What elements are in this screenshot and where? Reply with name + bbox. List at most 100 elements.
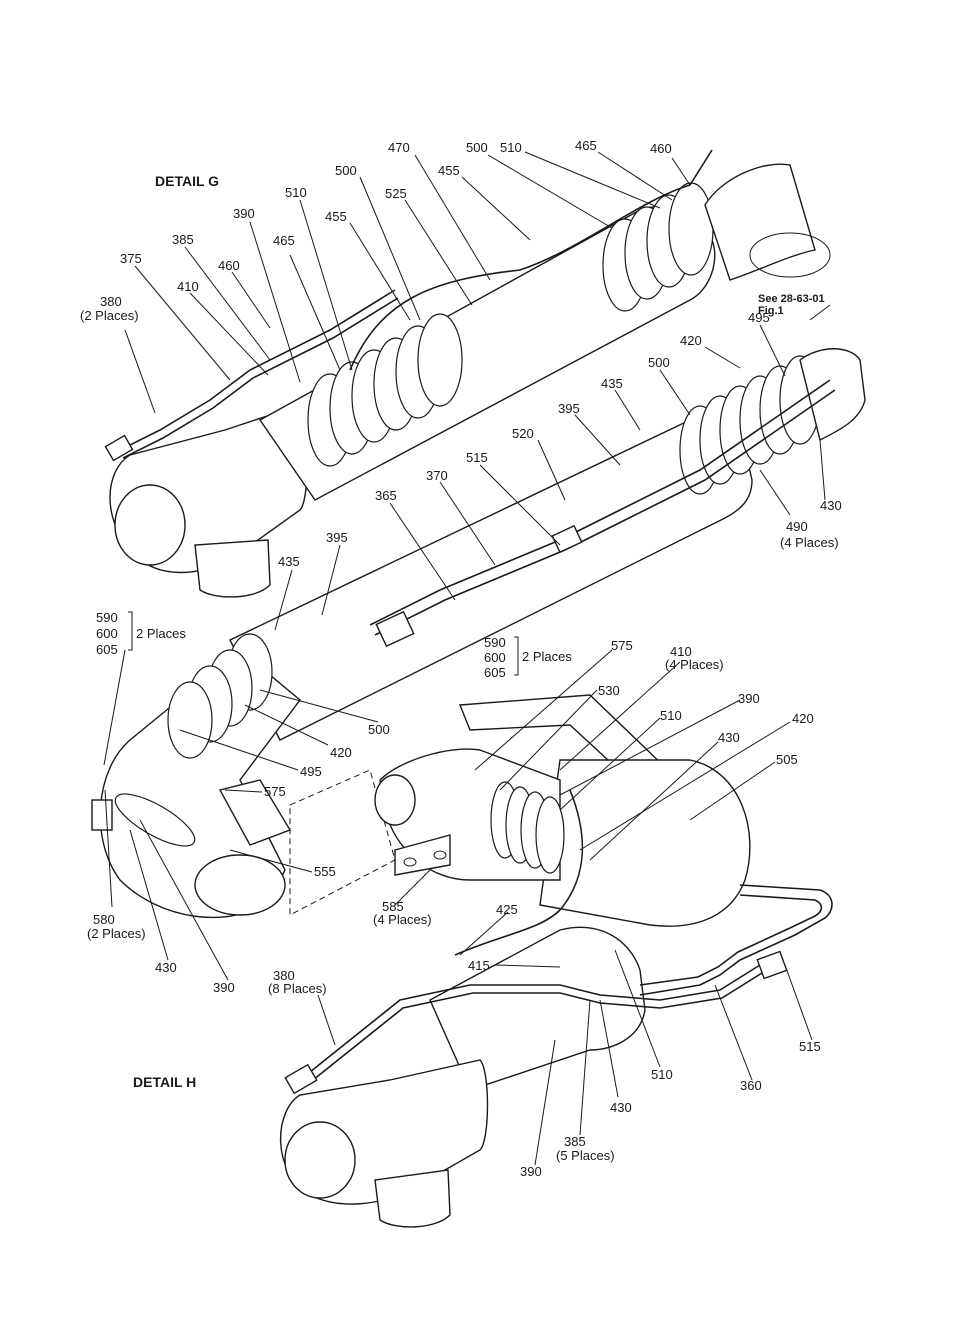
detail-h-base-bracket <box>394 834 451 876</box>
callout: 430 <box>610 1100 632 1115</box>
detail-g-upper-elbow <box>704 163 816 281</box>
callout: 410 <box>670 644 692 659</box>
callout: 435 <box>278 554 300 569</box>
callout: 455 <box>438 163 460 178</box>
callout: 575 <box>611 638 633 653</box>
callout: 385 <box>564 1134 586 1149</box>
callout: 465 <box>273 233 295 248</box>
detail-h-left-elbow-artwork <box>91 633 301 919</box>
callout: 490 <box>786 519 808 534</box>
callout: 380 <box>273 968 295 983</box>
callout: 420 <box>680 333 702 348</box>
detail-g-elbow-mouth <box>114 484 186 566</box>
callout: 510 <box>660 708 682 723</box>
place-group-qty: 2 Places <box>136 626 186 641</box>
middle-union-515 <box>551 524 583 554</box>
callout: 520 <box>512 426 534 441</box>
callout: 375 <box>120 251 142 266</box>
detail-g-bellows-right <box>602 182 714 312</box>
detail-h-lower-tube <box>299 964 761 1081</box>
detail-g-lower-stub <box>194 539 271 598</box>
detail-h-right-piping <box>639 884 833 996</box>
detail-h-lower-duct <box>429 926 646 1091</box>
callout: 505 <box>776 752 798 767</box>
reference-note-line2: Fig.1 <box>758 305 784 317</box>
callout-qty: (5 Places) <box>556 1148 615 1163</box>
detail-h-front-duct-mouth <box>374 774 416 826</box>
detail-h-right-bellows <box>490 781 565 874</box>
callout: 515 <box>799 1039 821 1054</box>
detail-h-union-515 <box>756 950 788 980</box>
place-group-item: 590 <box>484 635 506 650</box>
detail-h-lower-elbow-mouth <box>284 1121 356 1199</box>
callout: 510 <box>651 1067 673 1082</box>
place-group-bracket-right <box>514 636 519 676</box>
callout: 420 <box>330 745 352 760</box>
callout: 455 <box>325 209 347 224</box>
callout-qty: (4 Places) <box>780 535 839 550</box>
detail-g-sensing-tube-inner <box>122 297 399 459</box>
place-group-item: 600 <box>96 626 118 641</box>
callout: 500 <box>368 722 390 737</box>
detail-h-title: DETAIL H <box>133 1074 196 1090</box>
callout: 530 <box>598 683 620 698</box>
callout: 415 <box>468 958 490 973</box>
middle-coupling <box>375 610 415 648</box>
detail-h-elbow-mouth <box>194 854 286 916</box>
callout: 360 <box>740 1078 762 1093</box>
callout: 420 <box>792 711 814 726</box>
callout: 525 <box>385 186 407 201</box>
middle-duct-artwork <box>229 348 866 741</box>
callout-qty: (2 Places) <box>87 926 146 941</box>
detail-h-lower-stub <box>374 1169 451 1228</box>
detail-h-bond-wire <box>454 789 584 956</box>
place-group-bracket-left <box>128 611 133 651</box>
place-group-item: 600 <box>484 650 506 665</box>
detail-h-cylinder-505 <box>539 759 751 927</box>
callout: 500 <box>335 163 357 178</box>
callout: 385 <box>172 232 194 247</box>
detail-h-coupling <box>284 1063 318 1095</box>
callout: 430 <box>718 730 740 745</box>
detail-h-leader-lines <box>103 649 813 1166</box>
detail-h-right-piping-inner <box>639 894 823 986</box>
callout: 395 <box>326 530 348 545</box>
detail-g-leader-lines <box>124 151 831 631</box>
callout: 575 <box>264 784 286 799</box>
place-group-item: 605 <box>96 642 118 657</box>
callout: 495 <box>748 310 770 325</box>
callout: 510 <box>285 185 307 200</box>
callout: 470 <box>388 140 410 155</box>
callout: 555 <box>314 864 336 879</box>
detail-g-coupling <box>104 434 134 462</box>
detail-h-elbow-bellows <box>167 633 273 759</box>
callout: 425 <box>496 902 518 917</box>
callout: 395 <box>558 401 580 416</box>
middle-right-elbow <box>799 348 866 442</box>
callout: 580 <box>93 912 115 927</box>
callout: 390 <box>520 1164 542 1179</box>
callout: 370 <box>426 468 448 483</box>
detail-h-right-assembly-artwork <box>279 694 833 1228</box>
callout-qty: (8 Places) <box>268 981 327 996</box>
callout: 510 <box>500 140 522 155</box>
callout: 390 <box>213 980 235 995</box>
detail-h-lower-tube-inner <box>302 972 763 1089</box>
detail-g-title: DETAIL G <box>155 173 219 189</box>
callout: 500 <box>648 355 670 370</box>
place-group-item: 590 <box>96 610 118 625</box>
callout: 430 <box>155 960 177 975</box>
callout-qty: (4 Places) <box>665 657 724 672</box>
detail-g-bellows-left <box>307 313 463 467</box>
callout: 380 <box>100 294 122 309</box>
reference-note-line1: See 28-63-01 <box>758 293 825 305</box>
callout-qty: (4 Places) <box>373 912 432 927</box>
callout: 460 <box>218 258 240 273</box>
callout: 430 <box>820 498 842 513</box>
place-group-qty: 2 Places <box>522 649 572 664</box>
callout: 500 <box>466 140 488 155</box>
callout-qty: (2 Places) <box>80 308 139 323</box>
callout: 365 <box>375 488 397 503</box>
